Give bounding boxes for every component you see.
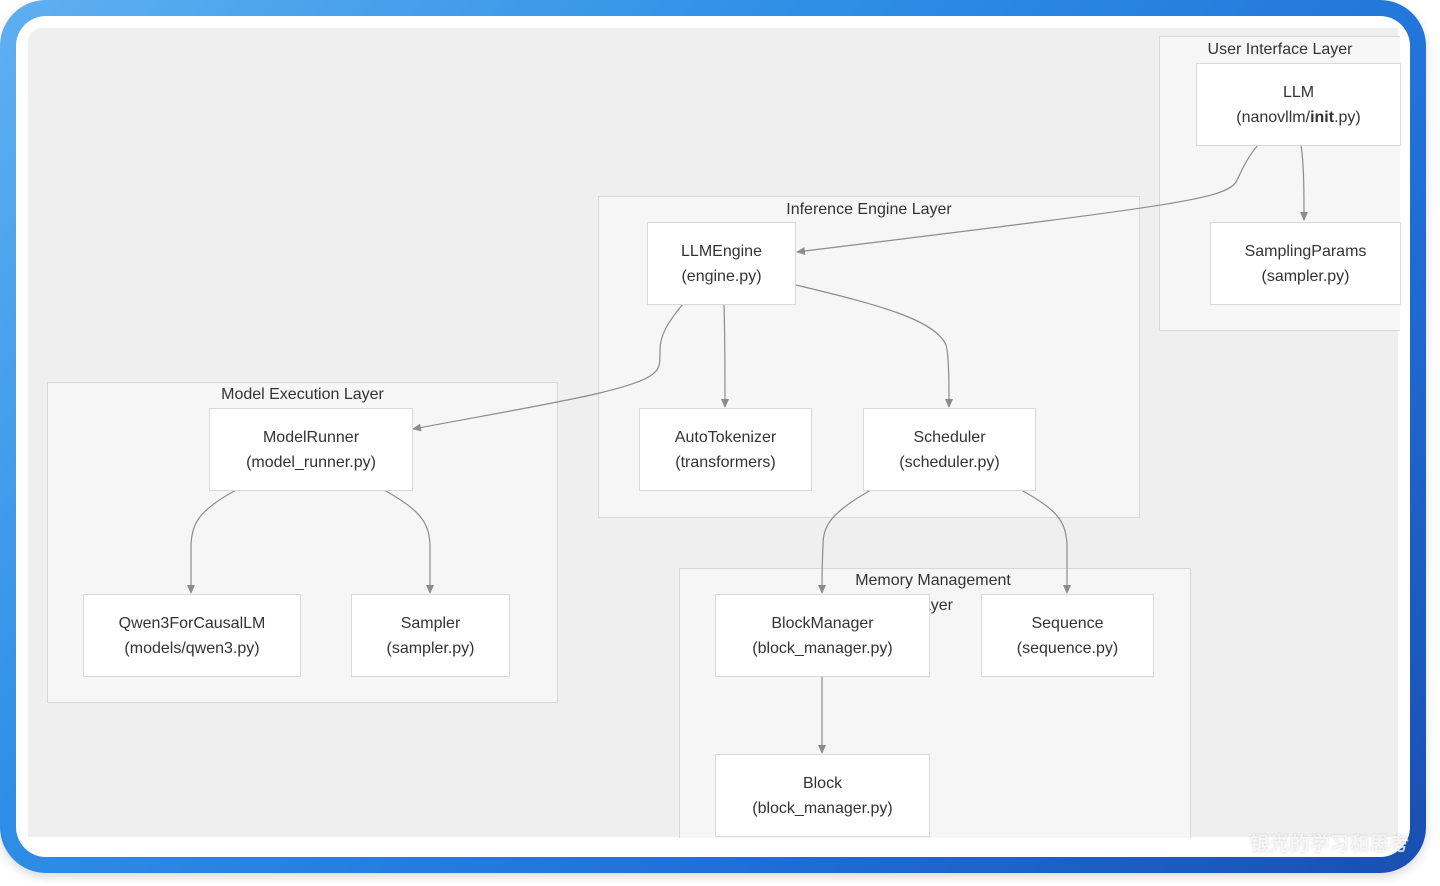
layer-title-inference-engine: Inference Engine Layer bbox=[786, 201, 952, 218]
node-block[interactable]: Block (block_manager.py) bbox=[715, 754, 930, 837]
node-sampler[interactable]: Sampler (sampler.py) bbox=[351, 594, 510, 677]
node-llm-engine-file: (engine.py) bbox=[681, 267, 762, 285]
node-auto-tokenizer-file: (transformers) bbox=[675, 453, 776, 471]
node-scheduler-name: Scheduler bbox=[913, 428, 986, 446]
node-sampling-params-name: SamplingParams bbox=[1244, 242, 1367, 260]
node-sequence-file: (sequence.py) bbox=[1016, 639, 1119, 657]
node-sampling-params-file: (sampler.py) bbox=[1261, 267, 1350, 285]
node-qwen3-file: (models/qwen3.py) bbox=[124, 639, 260, 657]
layer-title-memory-management: Memory Management bbox=[855, 572, 1011, 589]
node-auto-tokenizer-name: AutoTokenizer bbox=[674, 428, 777, 446]
node-sampler-file: (sampler.py) bbox=[386, 639, 475, 657]
layer-title-user-interface: User Interface Layer bbox=[1207, 41, 1353, 58]
node-scheduler[interactable]: Scheduler (scheduler.py) bbox=[863, 408, 1036, 491]
node-llm-engine-name: LLMEngine bbox=[681, 242, 762, 260]
node-auto-tokenizer[interactable]: AutoTokenizer (transformers) bbox=[639, 408, 812, 491]
node-model-runner[interactable]: ModelRunner (model_runner.py) bbox=[209, 408, 413, 491]
layer-title-model-execution: Model Execution Layer bbox=[221, 386, 384, 403]
node-model-runner-file: (model_runner.py) bbox=[246, 453, 376, 471]
node-scheduler-file: (scheduler.py) bbox=[899, 453, 1000, 471]
node-sequence-name: Sequence bbox=[1031, 614, 1104, 632]
node-block-manager-name: BlockManager bbox=[771, 614, 874, 632]
node-block-name: Block bbox=[802, 774, 843, 792]
node-sampler-name: Sampler bbox=[400, 614, 461, 632]
node-block-manager[interactable]: BlockManager (block_manager.py) bbox=[715, 594, 930, 677]
node-sequence[interactable]: Sequence (sequence.py) bbox=[981, 594, 1154, 677]
node-block-manager-file: (block_manager.py) bbox=[752, 639, 893, 657]
node-llm-name: LLM bbox=[1282, 83, 1315, 101]
node-qwen3-name: Qwen3ForCausalLM bbox=[118, 614, 266, 632]
node-block-file: (block_manager.py) bbox=[752, 799, 893, 817]
watermark: 银光的学习和思考 bbox=[1249, 834, 1410, 855]
node-llm-engine[interactable]: LLMEngine (engine.py) bbox=[647, 222, 796, 305]
node-llm[interactable]: LLM (nanovllm/init.py) bbox=[1196, 63, 1401, 146]
node-model-runner-name: ModelRunner bbox=[262, 428, 360, 446]
node-llm-file: (nanovllm/init.py) bbox=[1236, 108, 1361, 126]
node-qwen3[interactable]: Qwen3ForCausalLM (models/qwen3.py) bbox=[83, 594, 301, 677]
node-sampling-params[interactable]: SamplingParams (sampler.py) bbox=[1210, 222, 1401, 305]
